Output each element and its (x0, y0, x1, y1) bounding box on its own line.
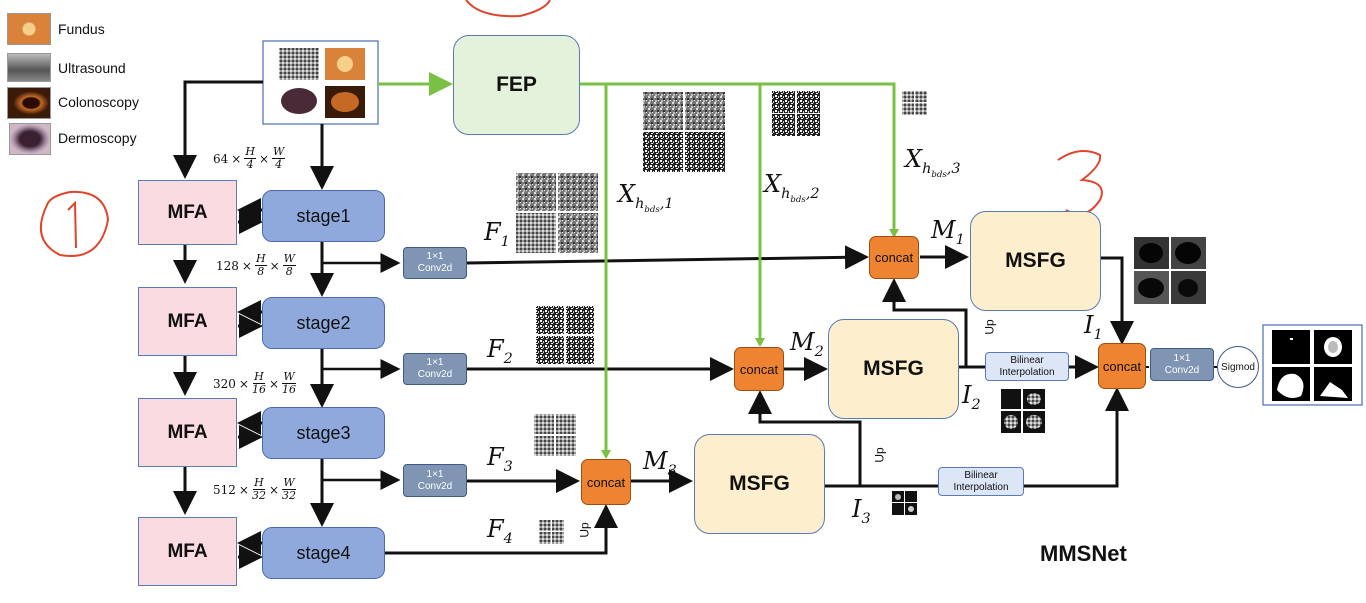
label-m3: M3 (643, 447, 677, 479)
label-i1: I1 (1084, 311, 1103, 343)
label-m1: M1 (931, 216, 965, 248)
msfg-block-1: MSFG (970, 211, 1101, 311)
ultrasound-thumbnail (7, 53, 51, 82)
legend-label-colonoscopy: Colonoscopy (58, 94, 139, 110)
msfg-block-2: MSFG (828, 319, 959, 419)
colonoscopy-thumbnail (7, 87, 51, 119)
concat-block-final: concat (1098, 343, 1146, 389)
stage-block-2: stage2 (262, 297, 385, 349)
label-x3: Xhbds,3 (905, 145, 961, 180)
mfa-block-4: MFA (138, 517, 237, 586)
concat-block-1: concat (869, 236, 919, 279)
label-i2: I2 (962, 381, 981, 413)
label-x2: Xhbds,2 (764, 170, 820, 205)
label-m2: M2 (790, 328, 824, 360)
up-label-1: Up (982, 319, 997, 335)
label-f4: F4 (487, 515, 513, 547)
hand-annotations (39, 0, 1103, 257)
mfa-block-3: MFA (138, 398, 237, 467)
legend-label-fundus: Fundus (58, 21, 105, 37)
stage-block-3: stage3 (262, 407, 385, 459)
feature-thumbnails (516, 91, 1363, 544)
fep-block: FEP (453, 35, 580, 135)
label-i3: I3 (852, 495, 871, 527)
mfa-block-2: MFA (138, 287, 237, 356)
mfa-block-1: MFA (138, 180, 237, 245)
stage-block-4: stage4 (262, 527, 385, 579)
msfg-block-3: MSFG (694, 434, 825, 534)
mfa-stage-links (237, 198, 263, 569)
concat-block-2: concat (734, 347, 784, 391)
legend-label-ultrasound: Ultrasound (58, 60, 126, 76)
sigmoid-block: Sigmod (1217, 346, 1259, 388)
legend-label-dermoscopy: Dermoscopy (58, 130, 137, 146)
label-x1: Xhbds,1 (618, 180, 674, 215)
stage-block-1: stage1 (262, 190, 385, 242)
up-label-2: Up (872, 447, 887, 463)
concat-block-3: concat (581, 459, 631, 505)
label-f2: F2 (487, 335, 513, 367)
label-f1: F1 (484, 218, 510, 250)
dermoscopy-thumbnail (9, 123, 51, 155)
model-name: MMSNet (1040, 541, 1127, 566)
label-f3: F3 (487, 443, 513, 475)
up-label-3: Up (577, 522, 592, 538)
fundus-thumbnail (7, 13, 51, 45)
